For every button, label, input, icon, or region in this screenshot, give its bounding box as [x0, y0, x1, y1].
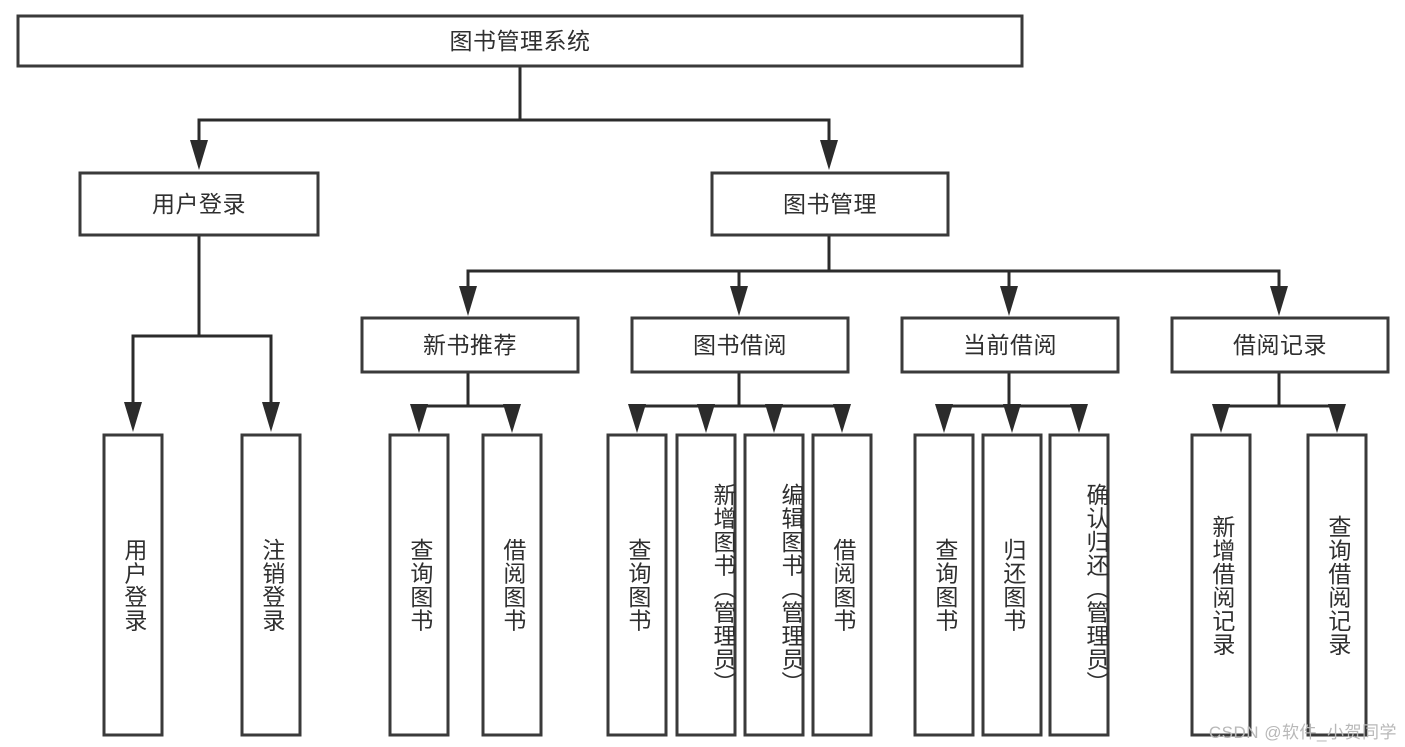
box-layer [16, 14, 1390, 737]
node-box-leaf-confirm-return-admin[interactable] [1048, 433, 1110, 737]
node-box-root[interactable] [16, 14, 1024, 68]
arrow-record-to-leaf1 [1212, 404, 1230, 433]
arrow-recommend-to-leaf2 [503, 404, 521, 433]
arrow-current-to-leaf1 [935, 404, 953, 433]
arrow-user-login-to-leaf2 [262, 402, 280, 432]
arrow-record-to-leaf2 [1328, 404, 1346, 433]
arrow-borrow-to-leaf1 [628, 404, 646, 433]
node-box-leaf-borrow-book[interactable] [811, 433, 873, 737]
node-box-book-borrow[interactable] [630, 316, 850, 374]
connector-layer [124, 64, 1346, 433]
node-box-leaf-borrow-book-recommend[interactable] [481, 433, 543, 737]
node-box-current-borrow[interactable] [900, 316, 1120, 374]
node-box-new-book-recommend[interactable] [360, 316, 580, 374]
arrow-bm-to-borrow [730, 286, 748, 316]
arrow-current-to-leaf3 [1070, 404, 1088, 433]
node-box-leaf-query-book-borrow[interactable] [606, 433, 668, 737]
arrow-current-to-leaf2 [1003, 404, 1021, 433]
node-box-leaf-user-login[interactable] [102, 433, 164, 737]
node-box-leaf-query-book-recommend[interactable] [388, 433, 450, 737]
node-box-leaf-edit-book-admin[interactable] [743, 433, 805, 737]
arrow-borrow-to-leaf3 [765, 404, 783, 433]
arrow-bm-to-recommend [459, 286, 477, 316]
node-box-leaf-return-book[interactable] [981, 433, 1043, 737]
arrow-bm-to-current [1000, 286, 1018, 316]
node-box-leaf-add-book-admin[interactable] [675, 433, 737, 737]
node-box-leaf-query-borrow-record[interactable] [1306, 433, 1368, 737]
arrow-borrow-to-leaf4 [833, 404, 851, 433]
arrow-borrow-to-leaf2 [697, 404, 715, 433]
arrow-root-to-book-management [820, 140, 838, 170]
node-box-book-management[interactable] [710, 171, 950, 237]
arrow-recommend-to-leaf1 [410, 404, 428, 433]
node-box-user-login[interactable] [78, 171, 320, 237]
arrow-bm-to-record [1270, 286, 1288, 316]
arrow-root-to-user-login [190, 140, 208, 170]
node-box-leaf-query-book-current[interactable] [913, 433, 975, 737]
node-box-leaf-user-logout[interactable] [240, 433, 302, 737]
node-box-borrow-record[interactable] [1170, 316, 1390, 374]
arrow-user-login-to-leaf1 [124, 402, 142, 432]
node-box-leaf-add-borrow-record[interactable] [1190, 433, 1252, 737]
